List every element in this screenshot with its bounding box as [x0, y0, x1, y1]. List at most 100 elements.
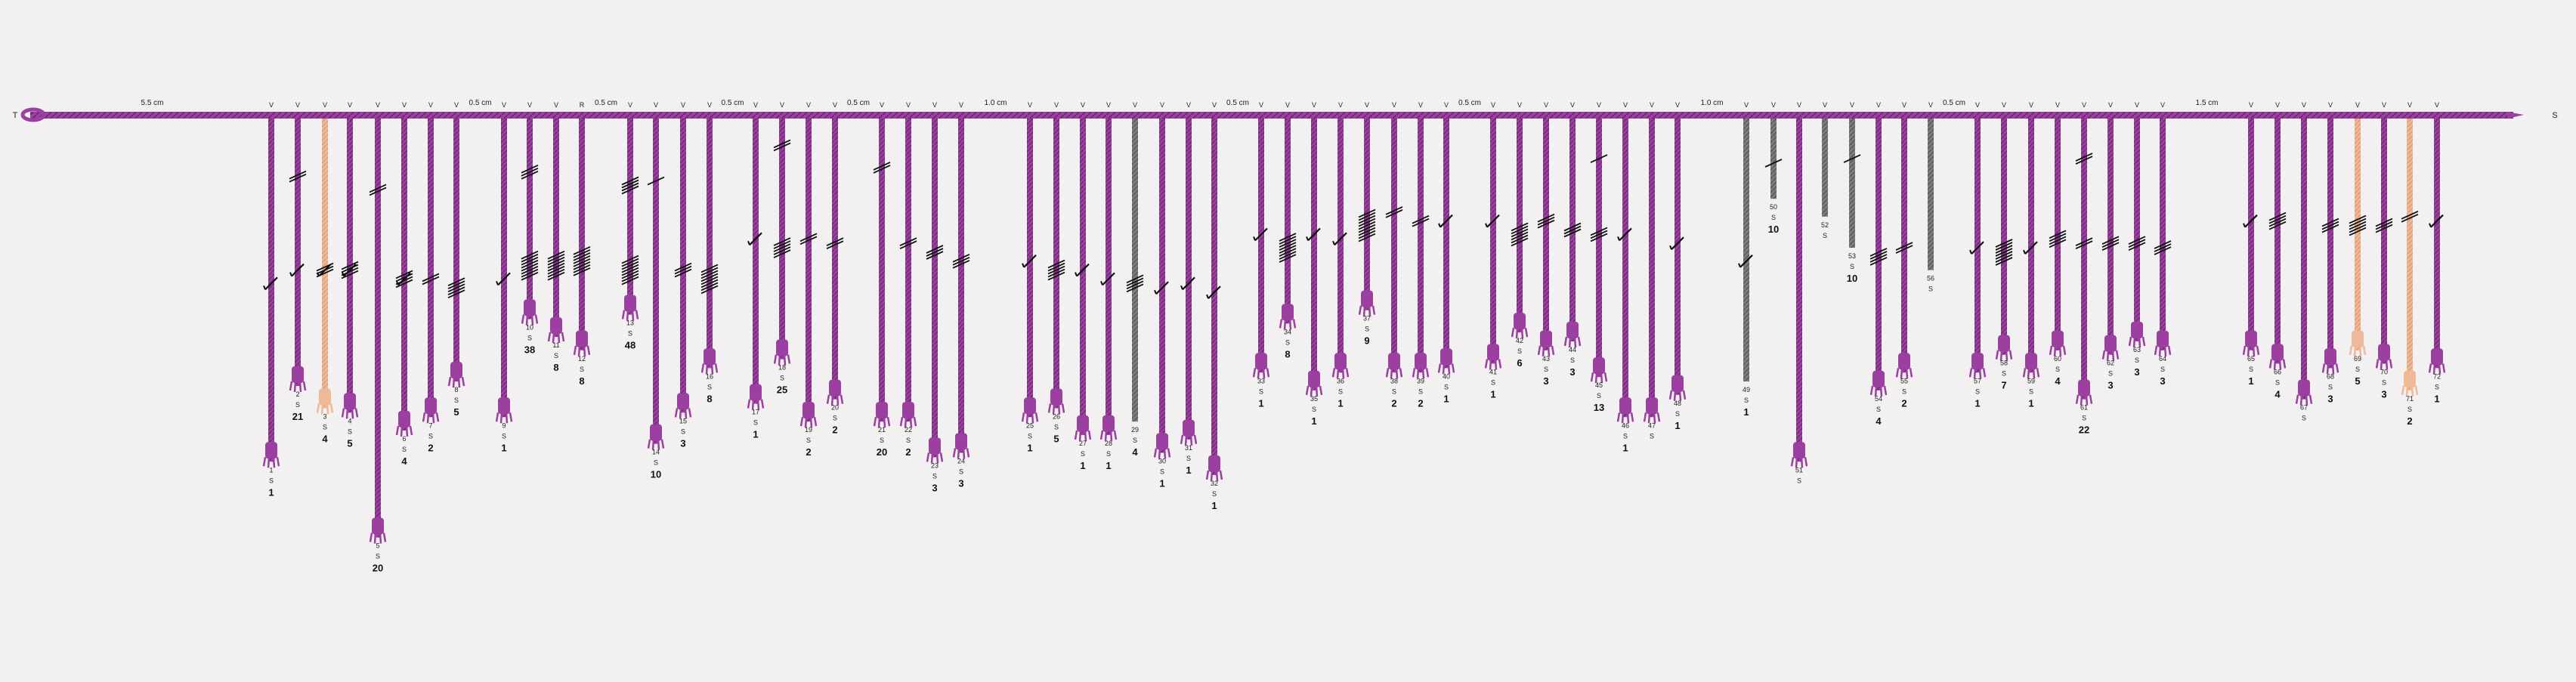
cord-twist: S — [1285, 338, 1290, 346]
cord-value: 38 — [524, 344, 535, 356]
cord-twist: S — [654, 459, 658, 467]
cord-body — [806, 119, 812, 422]
cord-twist: S — [554, 352, 558, 360]
cord-end-tassel — [1153, 433, 1171, 459]
cord-end-tassel — [1252, 353, 1270, 379]
cord-label-group: 51S — [1795, 466, 1803, 484]
long-knot-hook — [1206, 294, 1209, 299]
long-knot-hook — [1438, 223, 1441, 228]
cord-end-tassel — [289, 366, 307, 393]
attachment-label: V — [1491, 101, 1495, 109]
cord-number: 69 — [2354, 355, 2361, 363]
cord-number: 26 — [1053, 413, 1060, 421]
cord-number: 3 — [323, 413, 326, 421]
attachment-label: V — [1106, 101, 1111, 109]
attachment-label: V — [2135, 101, 2139, 109]
cord-body — [2134, 119, 2140, 341]
cord-end-tassel — [2101, 335, 2120, 361]
cord-end-tassel — [899, 402, 917, 428]
cord-value: 2 — [806, 446, 811, 458]
cord-twist: S — [1160, 468, 1164, 476]
single-knot-cluster — [447, 277, 465, 299]
cord-value: 1 — [1443, 393, 1449, 404]
cord-body — [322, 119, 328, 409]
cord-twist: S — [2407, 406, 2412, 413]
primary-cord: T S — [13, 107, 2558, 122]
single-knot-cluster — [2101, 236, 2120, 252]
long-knot-hook — [2023, 249, 2026, 255]
cord-twist: S — [1823, 232, 1827, 239]
single-knot-cluster — [547, 250, 565, 281]
cord-end-tassel — [773, 339, 791, 366]
cord-number: 32 — [1211, 480, 1218, 487]
single-knot-cluster — [341, 261, 359, 279]
cord-body — [1596, 119, 1602, 378]
single-knot-cluster — [521, 250, 539, 281]
cord-number: 28 — [1105, 440, 1112, 447]
cord-value: 8 — [1285, 348, 1290, 360]
cord-twist: S — [806, 437, 811, 444]
cord-body — [1337, 119, 1344, 373]
attachment-label: V — [1338, 101, 1343, 109]
attachment-label: V — [2108, 101, 2113, 109]
cord-value: 9 — [1364, 335, 1369, 347]
cord-end-tassel — [1537, 330, 1555, 356]
cord-number: 62 — [2107, 360, 2114, 367]
attachment-label: V — [2082, 101, 2086, 109]
long-knot — [2244, 214, 2258, 228]
cord-end-tassel — [1437, 348, 1455, 375]
cord-body — [653, 119, 659, 444]
long-knot — [1486, 214, 1500, 228]
attachment-label: V — [1850, 101, 1854, 109]
primary-start-label: T — [13, 111, 18, 120]
cord-number: 59 — [2027, 377, 2035, 384]
cord-body — [268, 119, 274, 462]
cord-body — [905, 119, 911, 422]
cord-spacing-label: 1.0 cm — [984, 99, 1007, 107]
cord-end-tassel — [1385, 353, 1403, 379]
cord-body — [753, 119, 759, 404]
long-knot-hook — [1617, 236, 1620, 241]
cord-body — [553, 119, 559, 338]
cord-number: 36 — [1337, 377, 1344, 384]
attachment-label: V — [2382, 101, 2386, 109]
cord-body — [2028, 119, 2034, 373]
cord-number: 17 — [752, 409, 759, 416]
cord-value: 5 — [2355, 375, 2360, 387]
cord-body — [1285, 119, 1291, 324]
cord-value: 3 — [932, 482, 937, 493]
cord-number: 24 — [957, 458, 965, 465]
long-knot — [1102, 272, 1115, 286]
cord-label-group: 67S — [2300, 404, 2308, 422]
cord-value: 2 — [905, 446, 911, 458]
attachment-label: V — [527, 101, 532, 109]
cord-number: 6 — [402, 435, 406, 443]
cord-end-tassel — [2268, 344, 2287, 370]
cord-body — [1080, 119, 1086, 435]
cord-body — [1159, 119, 1165, 453]
cord-body — [295, 119, 301, 386]
cord-number: 72 — [2433, 372, 2441, 380]
cord-twist: S — [2135, 356, 2139, 364]
cord-body — [1364, 119, 1370, 310]
pendant-cords: V1S1V2S21V3S4V4S5V5S20V6S4V7S2V8S5V9S1V1… — [262, 101, 2446, 574]
